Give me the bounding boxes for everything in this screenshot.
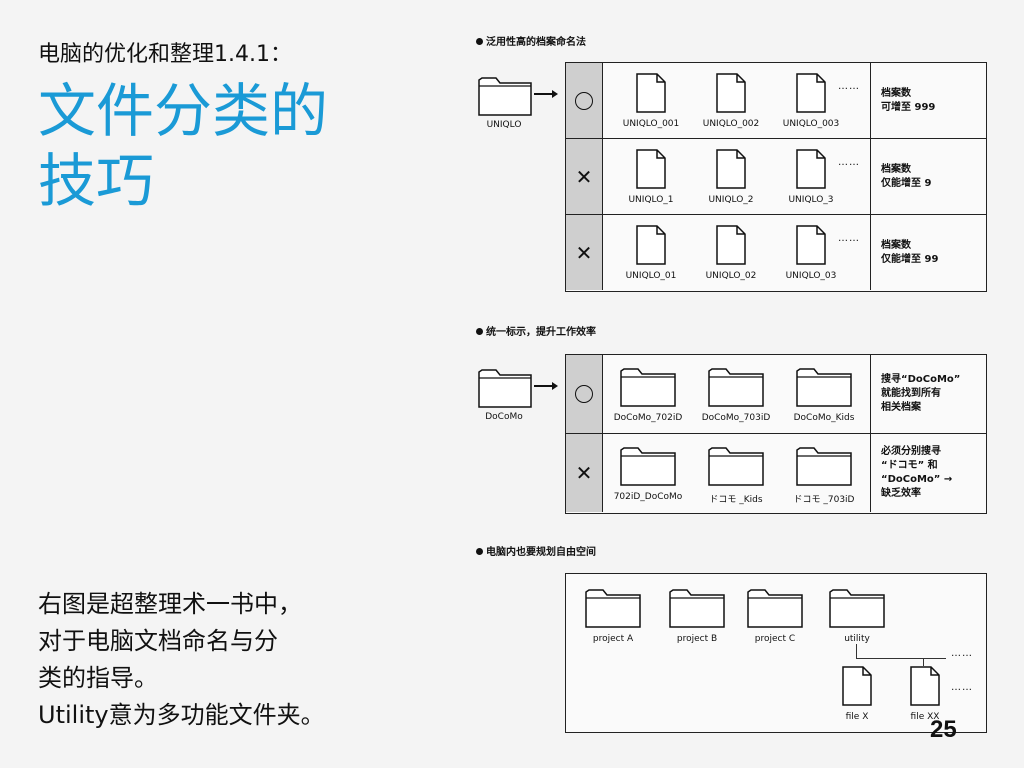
section3-panel: project A project B project C utility ……… — [565, 573, 987, 733]
description-line: 右图是超整理术一书中， — [38, 590, 302, 618]
mark-cell: ✕ — [566, 434, 603, 512]
file-item: UNIQLO_001 — [611, 73, 691, 129]
file-item: UNIQLO_3 — [771, 149, 851, 205]
file-icon — [636, 225, 666, 265]
file-icon — [842, 666, 872, 706]
folder-icon — [708, 368, 764, 407]
naming-row: UNIQLO_001 UNIQLO_002 UNIQLO_003 …… 档案数 … — [566, 63, 986, 139]
cross-ng-icon: ✕ — [575, 461, 593, 485]
folder-icon — [478, 369, 532, 408]
ellipsis: …… — [951, 682, 973, 693]
file-icon — [716, 225, 746, 265]
naming-row: ✕ UNIQLO_1 UNIQLO_2 UNIQLO_3 …… 档案数 仅能增至… — [566, 139, 986, 215]
folder-item: project C — [742, 586, 808, 644]
tree-connector — [856, 658, 946, 659]
section2-panel: DoCoMo_702iD DoCoMo_703iD DoCoMo_Kids 搜寻… — [565, 354, 987, 514]
slide-description: 右图是超整理术一书中， 对于电脑文档命名与分 类的指导。 Utility意为多功… — [38, 586, 378, 734]
folder-item: project A — [580, 586, 646, 644]
description-line: 对于电脑文档命名与分 — [38, 627, 278, 655]
slide-subtitle: 电脑的优化和整理1.4.1： — [38, 42, 292, 67]
folder-item: project B — [664, 586, 730, 644]
arrow-right-icon — [534, 90, 558, 97]
mark-cell: ✕ — [566, 215, 603, 290]
slide-title: 文件分类的 技巧 — [38, 76, 378, 216]
description-line: Utility意为多功能文件夹。 — [38, 701, 325, 729]
note-cell: 必须分别搜寻 “ドコモ” 和 “DoCoMo” → 缺乏效率 — [870, 434, 986, 512]
arrow-right-icon — [534, 382, 558, 389]
cross-ng-icon: ✕ — [575, 164, 593, 189]
folder-icon — [478, 77, 532, 116]
section2-heading: 统一标示，提升工作效率 — [476, 323, 596, 338]
tree-connector — [923, 658, 924, 666]
file-item: UNIQLO_02 — [691, 225, 771, 281]
folder-icon — [620, 447, 676, 486]
section1-heading: 泛用性高的档案命名法 — [476, 33, 586, 48]
file-item: UNIQLO_1 — [611, 149, 691, 205]
note-cell: 档案数 可增至 999 — [870, 63, 986, 138]
bullet-dot — [476, 548, 483, 555]
naming-row: DoCoMo_702iD DoCoMo_703iD DoCoMo_Kids 搜寻… — [566, 355, 986, 434]
note-cell: 档案数 仅能增至 99 — [870, 215, 986, 290]
file-item: UNIQLO_002 — [691, 73, 771, 129]
cross-ng-icon: ✕ — [575, 240, 593, 265]
file-item: UNIQLO_003 — [771, 73, 851, 129]
file-icon — [636, 73, 666, 113]
naming-row: ✕ 702iD_DoCoMo ドコモ _Kids ドコモ _703iD 必须分别… — [566, 434, 986, 512]
ellipsis: …… — [838, 157, 860, 168]
naming-row: ✕ UNIQLO_01 UNIQLO_02 UNIQLO_03 …… 档案数 仅… — [566, 215, 986, 290]
file-item: UNIQLO_03 — [771, 225, 851, 281]
folder-item: DoCoMo_702iD — [608, 365, 688, 423]
note-cell: 搜寻“DoCoMo” 就能找到所有 相关档案 — [870, 355, 986, 433]
folder-icon — [829, 589, 885, 628]
mark-cell: ✕ — [566, 139, 603, 214]
file-icon — [796, 73, 826, 113]
source-folder-label: UNIQLO — [486, 120, 522, 130]
mark-cell — [566, 355, 603, 433]
ellipsis: …… — [951, 648, 973, 659]
folder-icon — [620, 368, 676, 407]
note-cell: 档案数 仅能增至 9 — [870, 139, 986, 214]
file-item: UNIQLO_01 — [611, 225, 691, 281]
folder-item: ドコモ _Kids — [696, 444, 776, 505]
section1-panel: UNIQLO_001 UNIQLO_002 UNIQLO_003 …… 档案数 … — [565, 62, 987, 292]
folder-icon — [747, 589, 803, 628]
folder-item: ドコモ _703iD — [784, 444, 864, 505]
folder-icon — [708, 447, 764, 486]
file-icon — [910, 666, 940, 706]
tree-connector — [856, 644, 857, 658]
ellipsis: …… — [838, 233, 860, 244]
file-icon — [796, 225, 826, 265]
file-item: file X — [824, 666, 890, 722]
bullet-dot — [476, 38, 483, 45]
page-number: 25 — [930, 716, 957, 743]
folder-icon — [796, 447, 852, 486]
folder-icon — [585, 589, 641, 628]
folder-icon — [669, 589, 725, 628]
folder-item: utility — [824, 586, 890, 644]
file-icon — [636, 149, 666, 189]
ellipsis: …… — [838, 81, 860, 92]
file-item: UNIQLO_2 — [691, 149, 771, 205]
source-folder-label: DoCoMo — [485, 412, 523, 422]
folder-item: DoCoMo_703iD — [696, 365, 776, 423]
folder-icon — [796, 368, 852, 407]
section3-heading: 电脑内也要规划自由空间 — [476, 543, 596, 558]
file-icon — [796, 149, 826, 189]
folder-item: 702iD_DoCoMo — [608, 444, 688, 502]
file-item: file XX — [892, 666, 958, 722]
title-line-2: 技巧 — [38, 147, 155, 215]
circle-ok-icon — [575, 385, 593, 403]
description-line: 类的指导。 — [38, 664, 158, 692]
circle-ok-icon — [575, 91, 593, 110]
file-icon — [716, 149, 746, 189]
bullet-dot — [476, 328, 483, 335]
mark-cell — [566, 63, 603, 138]
folder-item: DoCoMo_Kids — [784, 365, 864, 423]
title-line-1: 文件分类的 — [38, 77, 329, 145]
file-icon — [716, 73, 746, 113]
